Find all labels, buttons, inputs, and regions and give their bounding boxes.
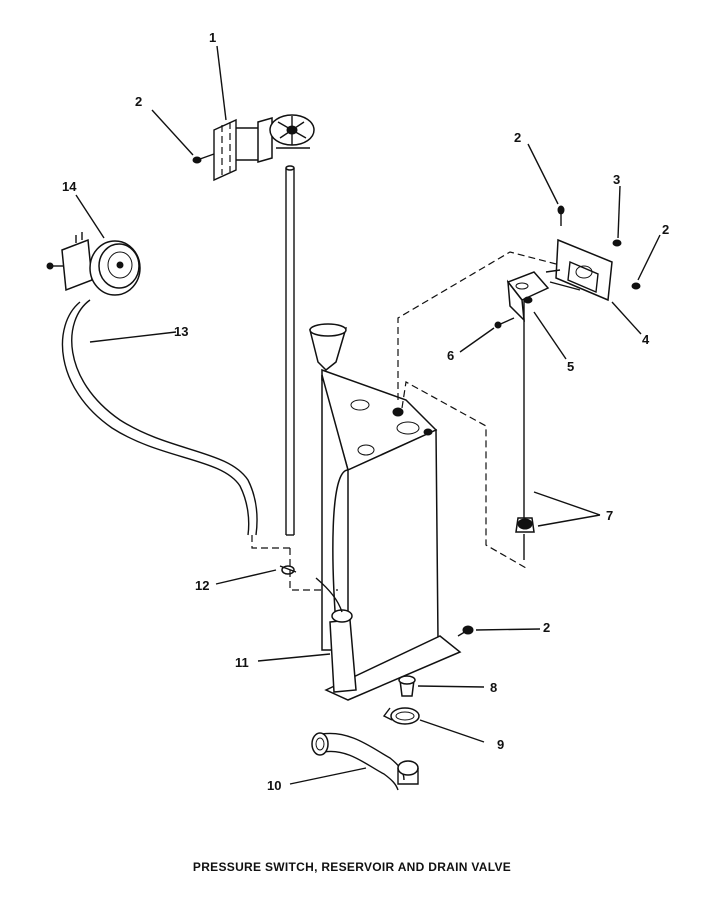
callout-11: 11 [235, 655, 249, 670]
callout-2: 2 [135, 94, 142, 109]
part-4-valve-bracket [545, 238, 613, 302]
part-8-grommet [398, 675, 416, 697]
callout-labels: 1 2 14 13 2 3 2 4 5 6 7 12 2 11 8 9 10 [62, 30, 669, 793]
callout-2: 2 [662, 222, 669, 237]
callout-10: 10 [267, 778, 281, 793]
part-2-screw-reservoir [457, 625, 474, 637]
part-2-screw-bracket-right [631, 282, 641, 290]
part-11-reservoir [309, 323, 462, 701]
part-6-screw [494, 317, 515, 329]
part-7-valve-rod [515, 320, 535, 560]
leader-lines [75, 45, 661, 785]
callout-4: 4 [642, 332, 650, 347]
part-9-hose-clamp [382, 707, 420, 725]
diagram-caption: PRESSURE SWITCH, RESERVOIR AND DRAIN VAL… [192, 860, 512, 874]
part-10-drain-hose [311, 732, 419, 791]
part-2-screw-top-left [192, 153, 215, 164]
pressure-tube [285, 165, 295, 536]
callout-2: 2 [543, 620, 550, 635]
part-5-drain-valve [506, 271, 550, 323]
assembly-lines [397, 251, 557, 569]
part-1-pressure-switch-bracket [213, 114, 315, 182]
part-13-hose [61, 299, 292, 549]
callout-8: 8 [490, 680, 497, 695]
part-3-screw [612, 239, 622, 247]
callout-9: 9 [497, 737, 504, 752]
callout-13: 13 [174, 324, 188, 339]
callout-5: 5 [567, 359, 574, 374]
callout-12: 12 [195, 578, 209, 593]
callout-1: 1 [209, 30, 216, 45]
callout-6: 6 [447, 348, 454, 363]
callout-7: 7 [606, 508, 613, 523]
part-14-pressure-switch [46, 232, 141, 296]
part-2-screw-bracket-top [557, 205, 565, 226]
callout-2: 2 [514, 130, 521, 145]
part-12-clamp [279, 548, 338, 591]
callout-14: 14 [62, 179, 77, 194]
callout-3: 3 [613, 172, 620, 187]
